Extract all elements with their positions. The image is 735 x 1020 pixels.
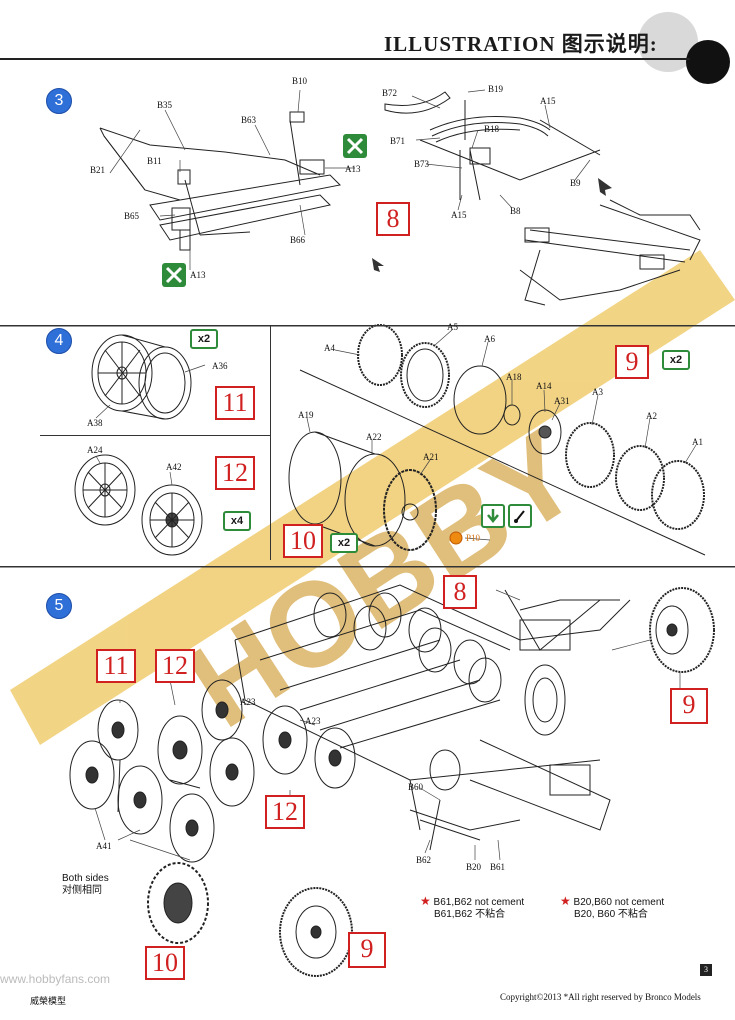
part-label: A41 (96, 841, 112, 851)
part-label: B60 (408, 782, 424, 792)
part-label: A14 (536, 381, 552, 391)
page-title: ILLUSTRATION 图示说明: (384, 32, 658, 56)
reference-box-10: 10 (145, 946, 185, 980)
part-label: B71 (390, 136, 406, 146)
part-label: A4 (324, 343, 335, 353)
part-label: B18 (484, 124, 500, 134)
part-label: A5 (447, 322, 458, 332)
part-label: B62 (416, 855, 432, 865)
step-number-4: 4 (46, 328, 72, 354)
copyright-text: Copyright©2013 *All right reserved by Br… (500, 992, 701, 1002)
step5-tyres-drawing (279, 587, 715, 977)
part-label: A6 (484, 334, 495, 344)
footer-bottom-left: 威榮模型 (30, 996, 67, 1006)
part-label: A15 (451, 210, 467, 220)
part-label: A36 (212, 361, 228, 371)
not-cement-note-1: ★ B61,B62 not cement B61,B62 不粘合 (420, 894, 525, 920)
reference-box-9: 9 (615, 345, 649, 379)
reference-box-9: 9 (348, 932, 386, 968)
reference-box-8: 8 (443, 575, 477, 609)
part-label: B73 (414, 159, 430, 169)
direction-arrow-icon (372, 258, 384, 272)
part-label: A1 (692, 437, 703, 447)
part-label: A3 (592, 387, 603, 397)
part-label: A22 (366, 432, 382, 442)
page-number: 3 (700, 964, 712, 976)
step5-front-wheels-drawing (69, 679, 356, 944)
part-label: P10 (466, 533, 481, 543)
star-icon: ★ (420, 894, 431, 908)
direction-arrow-icon (598, 178, 612, 196)
step-number-5: 5 (46, 593, 72, 619)
part-label: B19 (488, 84, 504, 94)
divider-step3-4 (0, 325, 735, 327)
part-label: B61 (490, 862, 506, 872)
part-label: A19 (298, 410, 314, 420)
part-label: B9 (570, 178, 581, 188)
reference-box-9: 9 (670, 688, 708, 724)
p10-part-icon (449, 531, 463, 545)
header-black-circle (686, 40, 730, 84)
multiplier-badge: x2 (330, 533, 358, 553)
step3-spring-drawing (384, 91, 701, 306)
step3-frame-drawing (99, 111, 342, 251)
part-label: A18 (506, 372, 522, 382)
part-label: B11 (147, 156, 162, 166)
multiplier-badge: x2 (662, 350, 690, 370)
multiplier-badge: x2 (190, 329, 218, 349)
step4-rim-drawing (91, 334, 192, 420)
glue-drop-icon (508, 504, 532, 528)
part-label: B21 (90, 165, 106, 175)
step5-chassis-drawing (234, 584, 631, 851)
part-label: A31 (554, 396, 570, 406)
part-label: B66 (290, 235, 306, 245)
step3-cement-icons (162, 134, 367, 287)
part-label: B10 (292, 76, 308, 86)
step4-hub-drawing (288, 324, 706, 556)
multiplier-badge: x4 (223, 511, 251, 531)
not-cement-note-2: ★ B20,B60 not cement B20, B60 不粘合 (560, 894, 665, 920)
reference-box-8: 8 (376, 202, 410, 236)
part-label: A42 (166, 462, 182, 472)
part-label: B35 (157, 100, 173, 110)
reference-box-11: 11 (96, 649, 136, 683)
footer-watermark: www.hobbyfans.com (0, 972, 111, 986)
header-rule (0, 58, 690, 60)
part-label: B72 (382, 88, 398, 98)
reference-box-12: 12 (155, 649, 195, 683)
step-number-3: 3 (46, 88, 72, 114)
part-label: A2 (646, 411, 657, 421)
reference-box-12: 12 (215, 456, 255, 490)
part-label: A13 (345, 164, 361, 174)
both-sides-note: Both sides 对侧相同 (62, 873, 109, 896)
part-label: B63 (241, 115, 257, 125)
divider-step4-left (40, 435, 270, 436)
reference-box-11: 11 (215, 386, 255, 420)
part-label: A15 (540, 96, 556, 106)
part-label: A21 (423, 452, 439, 462)
part-label: A24 (87, 445, 103, 455)
part-label: B20 (466, 862, 482, 872)
part-label: B8 (510, 206, 521, 216)
part-label: A13 (190, 270, 206, 280)
leader-lines (94, 89, 697, 861)
part-label: A23 (240, 697, 256, 707)
divider-step4-vertical (270, 325, 271, 560)
step5-rear-wheels-drawing (313, 592, 502, 703)
star-icon: ★ (560, 894, 571, 908)
reference-box-12: 12 (265, 795, 305, 829)
reference-box-10: 10 (283, 524, 323, 558)
divider-step4-5 (0, 566, 735, 568)
step4-small-wheels-drawing (74, 454, 203, 556)
glue-down-icon (481, 504, 505, 528)
header-gray-circle (638, 12, 698, 72)
part-label: B65 (124, 211, 140, 221)
part-label: A38 (87, 418, 103, 428)
part-label: A23 (305, 716, 321, 726)
